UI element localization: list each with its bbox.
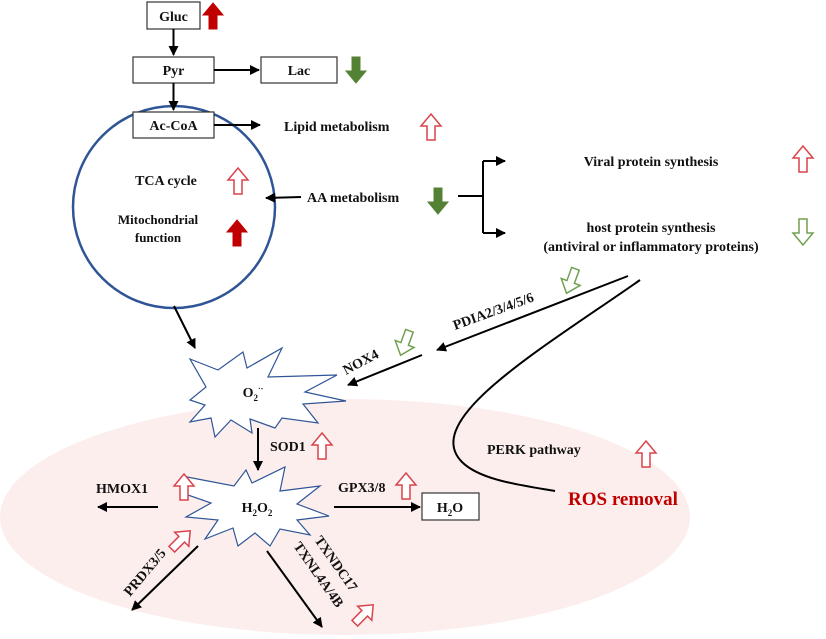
- ros-removal-label: ROS removal: [568, 489, 678, 510]
- mitochondrial-function-label-2: function: [135, 230, 182, 245]
- pdia-down-regulation-icon: [560, 266, 582, 295]
- prdx-arrow: [131, 545, 199, 611]
- nox4-down-regulation-icon: [394, 328, 416, 357]
- h2o-node: H2O: [421, 492, 480, 521]
- viral-up-regulation-icon: [791, 144, 815, 173]
- hydrogen-peroxide-label: H2O2: [242, 501, 273, 518]
- nox4-to-o2-arrow: [347, 354, 423, 387]
- sod1-up-regulation-icon: [310, 431, 334, 460]
- tca-up-regulation-icon: [226, 166, 250, 195]
- superoxide-label: O2·-: [243, 384, 264, 403]
- gpx-label: GPX3/8: [338, 481, 385, 496]
- txn-up-regulation-icon: [350, 603, 375, 628]
- aa-down-regulation-icon: [426, 187, 450, 215]
- gluc-label: Gluc: [159, 10, 188, 25]
- lac-down-regulation-icon: [344, 56, 368, 84]
- host-protein-synthesis-label-1: host protein synthesis: [587, 221, 716, 236]
- superoxide-burst: [188, 346, 347, 439]
- gluc-node: Gluc: [146, 1, 201, 30]
- aa-metabolism-label: AA metabolism: [307, 191, 400, 206]
- txn-arrow: [266, 550, 323, 628]
- lipid-metabolism-label: Lipid metabolism: [284, 120, 390, 135]
- accoa-label: Ac-CoA: [149, 119, 198, 134]
- ros-removal-zone: [0, 399, 690, 635]
- accoa-node: Ac-CoA: [132, 111, 215, 139]
- pyr-label: Pyr: [163, 64, 185, 79]
- mito-up-regulation-icon: [225, 219, 249, 247]
- regulation-arrows: [167, 2, 815, 628]
- perk-curve: [452, 279, 641, 492]
- perk-pathway-label: PERK pathway: [487, 443, 581, 458]
- gluc-up-regulation-icon: [201, 2, 225, 30]
- pyr-node: Pyr: [132, 56, 215, 84]
- prdx-up-regulation-icon: [167, 529, 192, 554]
- viral-protein-synthesis-label: Viral protein synthesis: [584, 155, 719, 170]
- gpx-up-regulation-icon: [394, 471, 418, 500]
- lac-label: Lac: [288, 64, 311, 79]
- hmox1-label: HMOX1: [96, 482, 148, 497]
- host-protein-synthesis-label-2: (antiviral or inflammatory proteins): [543, 240, 759, 255]
- aa-to-mito-arrow: [265, 192, 302, 203]
- host-down-regulation-icon: [791, 218, 815, 247]
- mito-to-o2-arrow: [173, 305, 196, 349]
- tca-cycle-label: TCA cycle: [135, 174, 197, 189]
- lipid-up-regulation-icon: [419, 112, 443, 141]
- perk-up-regulation-icon: [634, 439, 658, 468]
- water-label: H2O: [437, 501, 463, 518]
- hydrogen-peroxide-burst: [184, 465, 330, 548]
- sod1-label: SOD1: [270, 440, 306, 455]
- hmox1-up-regulation-icon: [172, 472, 196, 501]
- mitochondrial-function-label-1: Mitochondrial: [118, 212, 199, 227]
- lac-node: Lac: [260, 56, 338, 84]
- host-to-nox4-arrow: [436, 275, 629, 352]
